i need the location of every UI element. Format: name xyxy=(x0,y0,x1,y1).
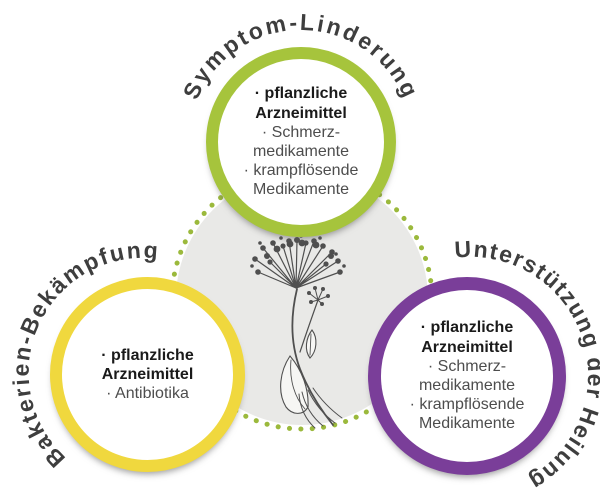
circle-items-left: · pflanzliche Arzneimittel · Antibiotika xyxy=(68,346,228,404)
list-item: · krampflösende Medikamente xyxy=(409,396,525,433)
circle-unterstuetzung-der-heilung: · pflanzliche Arzneimittel · Schmerz-med… xyxy=(368,277,566,475)
circle-symptom-linderung: · pflanzliche Arzneimittel · Schmerz-med… xyxy=(206,47,396,237)
circle-bakterien-bekaempfung: · pflanzliche Arzneimittel · Antibiotika xyxy=(50,277,245,472)
list-item: · pflanzliche Arzneimittel xyxy=(420,319,514,356)
circle-items-top: · pflanzliche Arzneimittel · Schmerz-med… xyxy=(224,84,378,199)
list-item: · Schmerz-medikamente xyxy=(418,357,516,394)
list-item: · Schmerz-medikamente xyxy=(252,123,350,160)
list-item: · pflanzliche Arzneimittel xyxy=(101,346,194,383)
circle-items-right: · pflanzliche Arzneimittel · Schmerz-med… xyxy=(390,318,544,433)
valerian-plant-icon xyxy=(250,234,346,429)
list-item: · pflanzliche Arzneimittel xyxy=(254,85,348,122)
list-item: · krampflösende Medikamente xyxy=(243,162,359,199)
list-item: · Antibiotika xyxy=(106,385,189,403)
